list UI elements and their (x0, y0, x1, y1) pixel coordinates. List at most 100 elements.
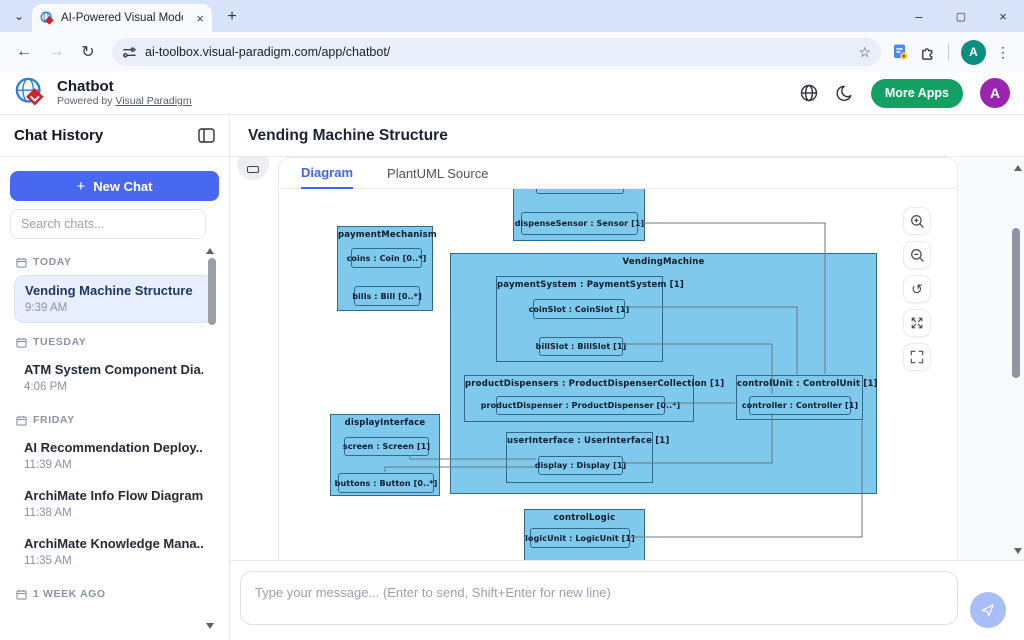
chat-item[interactable]: ATM System Component Dia... 4:06 PM (24, 362, 203, 393)
diagram-part-coin-slot: coinSlot : CoinSlot [1] (529, 299, 629, 319)
browser-titlebar: ⌄ AI-Powered Visual Modeling Ch × + – ▢ … (0, 0, 1024, 32)
calendar-icon (16, 337, 27, 348)
browser-toolbar: ← → ↻ ai-toolbox.visual-paradigm.com/app… (0, 32, 1024, 72)
chat-scroll-up-icon[interactable] (1014, 165, 1022, 171)
sidebar-scrollbar-thumb[interactable] (208, 258, 216, 325)
chat-scrollbar-thumb[interactable] (1012, 228, 1020, 378)
diagram-box-product-dispensers: productDispensers : ProductDispenserColl… (464, 375, 724, 422)
collapse-sidebar-icon[interactable] (198, 128, 215, 143)
minimize-button[interactable]: – (915, 8, 923, 24)
calendar-icon (16, 257, 27, 268)
message-input[interactable] (240, 571, 958, 625)
diagram-part-coins: coins : Coin [0..*] (347, 248, 426, 268)
chat-area: Diagram PlantUML Source (230, 157, 1024, 560)
sidebar-scroll-down-icon[interactable] (206, 623, 214, 629)
diagram-viewport[interactable]: dispenseSensor : Sensor [1] paymentMecha… (279, 189, 957, 560)
group-label-today: TODAY (16, 256, 213, 268)
chat-item[interactable]: Vending Machine Structure 9:39 AM (14, 275, 213, 323)
zoom-out-icon (910, 248, 924, 262)
group-label-friday: FRIDAY (16, 414, 213, 426)
main-title-row: Vending Machine Structure (230, 115, 1024, 157)
password-manager-icon[interactable] (891, 43, 909, 61)
header-actions: More Apps A (799, 78, 1010, 108)
diagram-part-buttons: buttons : Button [0..*] (335, 473, 437, 493)
browser-profile-avatar[interactable]: A (961, 39, 986, 65)
main-panel: Vending Machine Structure Diagram PlantU… (230, 115, 1024, 640)
sidebar-title: Chat History (14, 127, 104, 144)
diagram-part-bill-slot: billSlot : BillSlot [1] (536, 337, 626, 356)
chat-item[interactable]: ArchiMate Knowledge Mana... 11:35 AM (24, 536, 203, 567)
page-title: Vending Machine Structure (248, 126, 448, 144)
language-globe-icon[interactable] (799, 83, 819, 103)
diagram-box-dispenser: dispenseSensor : Sensor [1] (513, 189, 645, 241)
scroll-anchor-button[interactable] (237, 157, 269, 180)
reload-button[interactable]: ↻ (81, 44, 95, 61)
sidebar-scroll-up-icon[interactable] (206, 248, 214, 254)
browser-menu-icon[interactable]: ⋮ (996, 43, 1010, 60)
diagram-part-screen: screen : Screen [1] (343, 437, 430, 456)
diagram-box-vending-machine: VendingMachine paymentSystem : PaymentSy… (450, 253, 878, 494)
forward-button[interactable]: → (48, 43, 64, 60)
tab-diagram[interactable]: Diagram (301, 158, 354, 189)
url-text[interactable]: ai-toolbox.visual-paradigm.com/app/chatb… (145, 45, 391, 59)
tab-search-chevron-icon[interactable]: ⌄ (13, 9, 25, 23)
more-apps-button[interactable]: More Apps (870, 78, 963, 108)
chat-scroll-down-icon[interactable] (1014, 548, 1022, 554)
expand-icon (911, 317, 923, 329)
diagram-box-payment-mechanism: paymentMechanism coins : Coin [0..*] bil… (337, 226, 437, 311)
visual-paradigm-logo (14, 76, 48, 110)
reset-view-button[interactable]: ↺ (903, 275, 931, 303)
diagram-part-controller: controller : Controller [1] (742, 396, 858, 415)
fullscreen-icon (910, 350, 924, 364)
diagram-box-payment-system: paymentSystem : PaymentSystem [1] coinSl… (496, 276, 684, 362)
tab-plantuml-source[interactable]: PlantUML Source (387, 165, 489, 181)
group-label-week-ago: 1 WEEK AGO (16, 588, 213, 600)
reset-icon: ↺ (911, 280, 923, 297)
calendar-icon (16, 415, 27, 426)
diagram-part-logic-unit: logicUnit : LogicUnit [1] (525, 528, 635, 548)
zoom-in-button[interactable] (903, 207, 931, 235)
send-icon (981, 604, 994, 617)
diagram-toolbar: ↺ (903, 207, 931, 371)
chat-list: TODAY Vending Machine Structure 9:39 AM … (0, 239, 229, 600)
diagram-message-card: Diagram PlantUML Source (278, 157, 958, 560)
sidebar-header: Chat History (0, 115, 229, 157)
chat-item[interactable]: ArchiMate Info Flow Diagram 11:38 AM (24, 488, 203, 519)
fullscreen-button[interactable] (903, 343, 931, 371)
chat-item[interactable]: AI Recommendation Deploy... 11:39 AM (24, 440, 203, 471)
plus-icon: + (76, 177, 86, 195)
tab-title: AI-Powered Visual Modeling Ch (61, 12, 183, 24)
favicon-icon (40, 11, 54, 25)
diagram-box-display-interface: displayInterface screen : Screen [1] but… (330, 414, 440, 496)
address-bar[interactable]: ai-toolbox.visual-paradigm.com/app/chatb… (112, 38, 881, 66)
user-avatar[interactable]: A (980, 78, 1010, 108)
toolbar-separator (948, 43, 949, 61)
visual-paradigm-link[interactable]: Visual Paradigm (115, 95, 192, 107)
site-settings-icon[interactable] (122, 45, 137, 60)
diagram-box-user-interface: userInterface : UserInterface [1] displa… (506, 432, 669, 483)
send-button[interactable] (970, 592, 1006, 628)
diagram-part-display: display : Display [1] (535, 456, 626, 475)
new-tab-button[interactable]: + (227, 8, 237, 25)
search-chats-input[interactable] (10, 209, 206, 239)
back-button[interactable]: ← (16, 43, 32, 60)
extensions-puzzle-icon[interactable] (919, 44, 936, 61)
app-header: Chatbot Powered by Visual Paradigm More … (0, 72, 1024, 115)
expand-button[interactable] (903, 309, 931, 337)
diagram-box-control-unit: controlUnit : ControlUnit [1] controller… (736, 375, 878, 420)
diagram-box-control-logic: controlLogic logicUnit : LogicUnit [1] (524, 509, 645, 560)
app-identity: Chatbot Powered by Visual Paradigm (14, 76, 192, 110)
browser-tab[interactable]: AI-Powered Visual Modeling Ch × (32, 4, 212, 32)
new-chat-button[interactable]: + New Chat (10, 171, 219, 201)
tab-close-icon[interactable]: × (196, 10, 204, 26)
diagram-part-dispense-sensor: dispenseSensor : Sensor [1] (515, 212, 644, 235)
app-name: Chatbot (57, 78, 114, 95)
bookmark-star-icon[interactable]: ☆ (858, 43, 871, 60)
maximize-button[interactable]: ▢ (955, 10, 967, 23)
close-button[interactable]: × (999, 8, 1007, 24)
message-composer (230, 560, 1024, 640)
dark-mode-moon-icon[interactable] (836, 84, 854, 102)
zoom-out-button[interactable] (903, 241, 931, 269)
anchor-icon (247, 166, 259, 173)
